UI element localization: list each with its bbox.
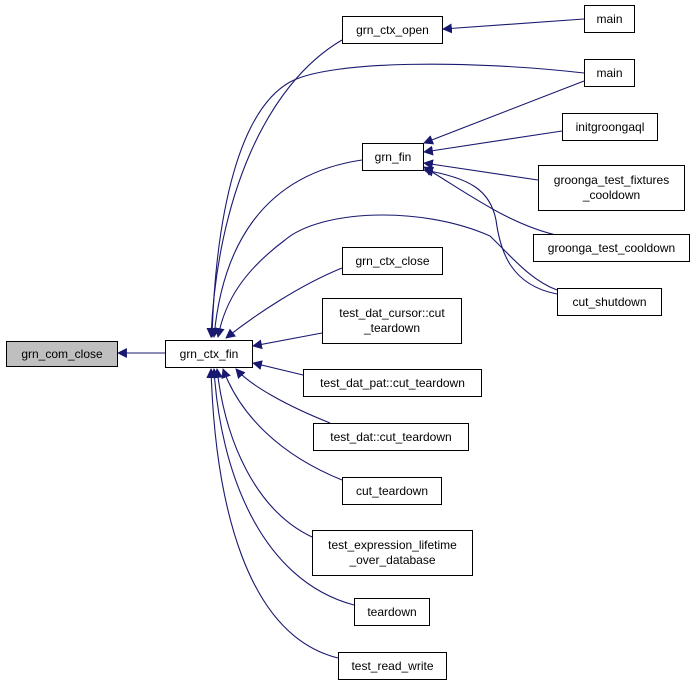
edge-main-2-to-grn-ctx-fin — [207, 63, 585, 338]
node-test-expression-lifetime-over-database[interactable]: test_expression_lifetime _over_database — [312, 530, 473, 576]
edge-grn-ctx-close-to-grn-ctx-fin — [225, 267, 343, 339]
node-teardown[interactable]: teardown — [354, 598, 430, 626]
node-test-dat-cut-teardown[interactable]: test_dat::cut_teardown — [313, 423, 469, 451]
node-main-2[interactable]: main — [584, 59, 635, 87]
edge-main-2-to-grn-fin — [423, 80, 585, 145]
edge-test-dat-to-grn-ctx-fin — [235, 368, 331, 424]
node-test-dat-pat-cut-teardown[interactable]: test_dat_pat::cut_teardown — [303, 369, 482, 397]
edge-cut-shutdown-to-grn-ctx-fin — [214, 214, 558, 338]
node-groonga-test-fixtures-cooldown[interactable]: groonga_test_fixtures _cooldown — [538, 165, 685, 211]
node-cut-teardown[interactable]: cut_teardown — [342, 477, 442, 505]
edge-test-expression-to-grn-ctx-fin — [213, 368, 313, 538]
edge-test-read-write-to-grn-ctx-fin — [206, 368, 339, 659]
node-groonga-test-cooldown[interactable]: groonga_test_cooldown — [533, 234, 690, 262]
edge-cut-teardown-to-grn-ctx-fin — [221, 368, 343, 481]
edge-cut-shutdown-to-grn-fin — [423, 166, 558, 295]
edge-teardown-to-grn-ctx-fin — [209, 368, 355, 606]
node-cut-shutdown[interactable]: cut_shutdown — [557, 288, 662, 316]
edge-grn-ctx-open-to-grn-ctx-fin — [206, 39, 343, 338]
node-main-1[interactable]: main — [584, 5, 635, 33]
edge-test-dat-cursor-to-grn-ctx-fin — [252, 332, 323, 350]
edge-grn-fin-to-grn-ctx-fin — [209, 159, 363, 338]
node-initgroongaql[interactable]: initgroongaql — [562, 113, 658, 141]
edge-test-cooldown-to-grn-fin — [423, 166, 561, 237]
edge-initgroongaql-to-grn-fin — [423, 130, 563, 156]
edge-main-1-to-grn-ctx-open — [442, 18, 585, 34]
node-grn-ctx-close[interactable]: grn_ctx_close — [342, 247, 443, 275]
edge-fixtures-cooldown-to-grn-fin — [423, 159, 539, 181]
node-grn-ctx-open[interactable]: grn_ctx_open — [342, 16, 443, 44]
node-grn-fin[interactable]: grn_fin — [362, 143, 424, 171]
node-grn-com-close[interactable]: grn_com_close — [6, 341, 118, 367]
node-grn-ctx-fin[interactable]: grn_ctx_fin — [165, 340, 253, 368]
edge-test-dat-pat-to-grn-ctx-fin — [252, 360, 304, 376]
node-test-dat-cursor-cut-teardown[interactable]: test_dat_cursor::cut _teardown — [322, 298, 462, 344]
node-test-read-write[interactable]: test_read_write — [338, 652, 447, 680]
